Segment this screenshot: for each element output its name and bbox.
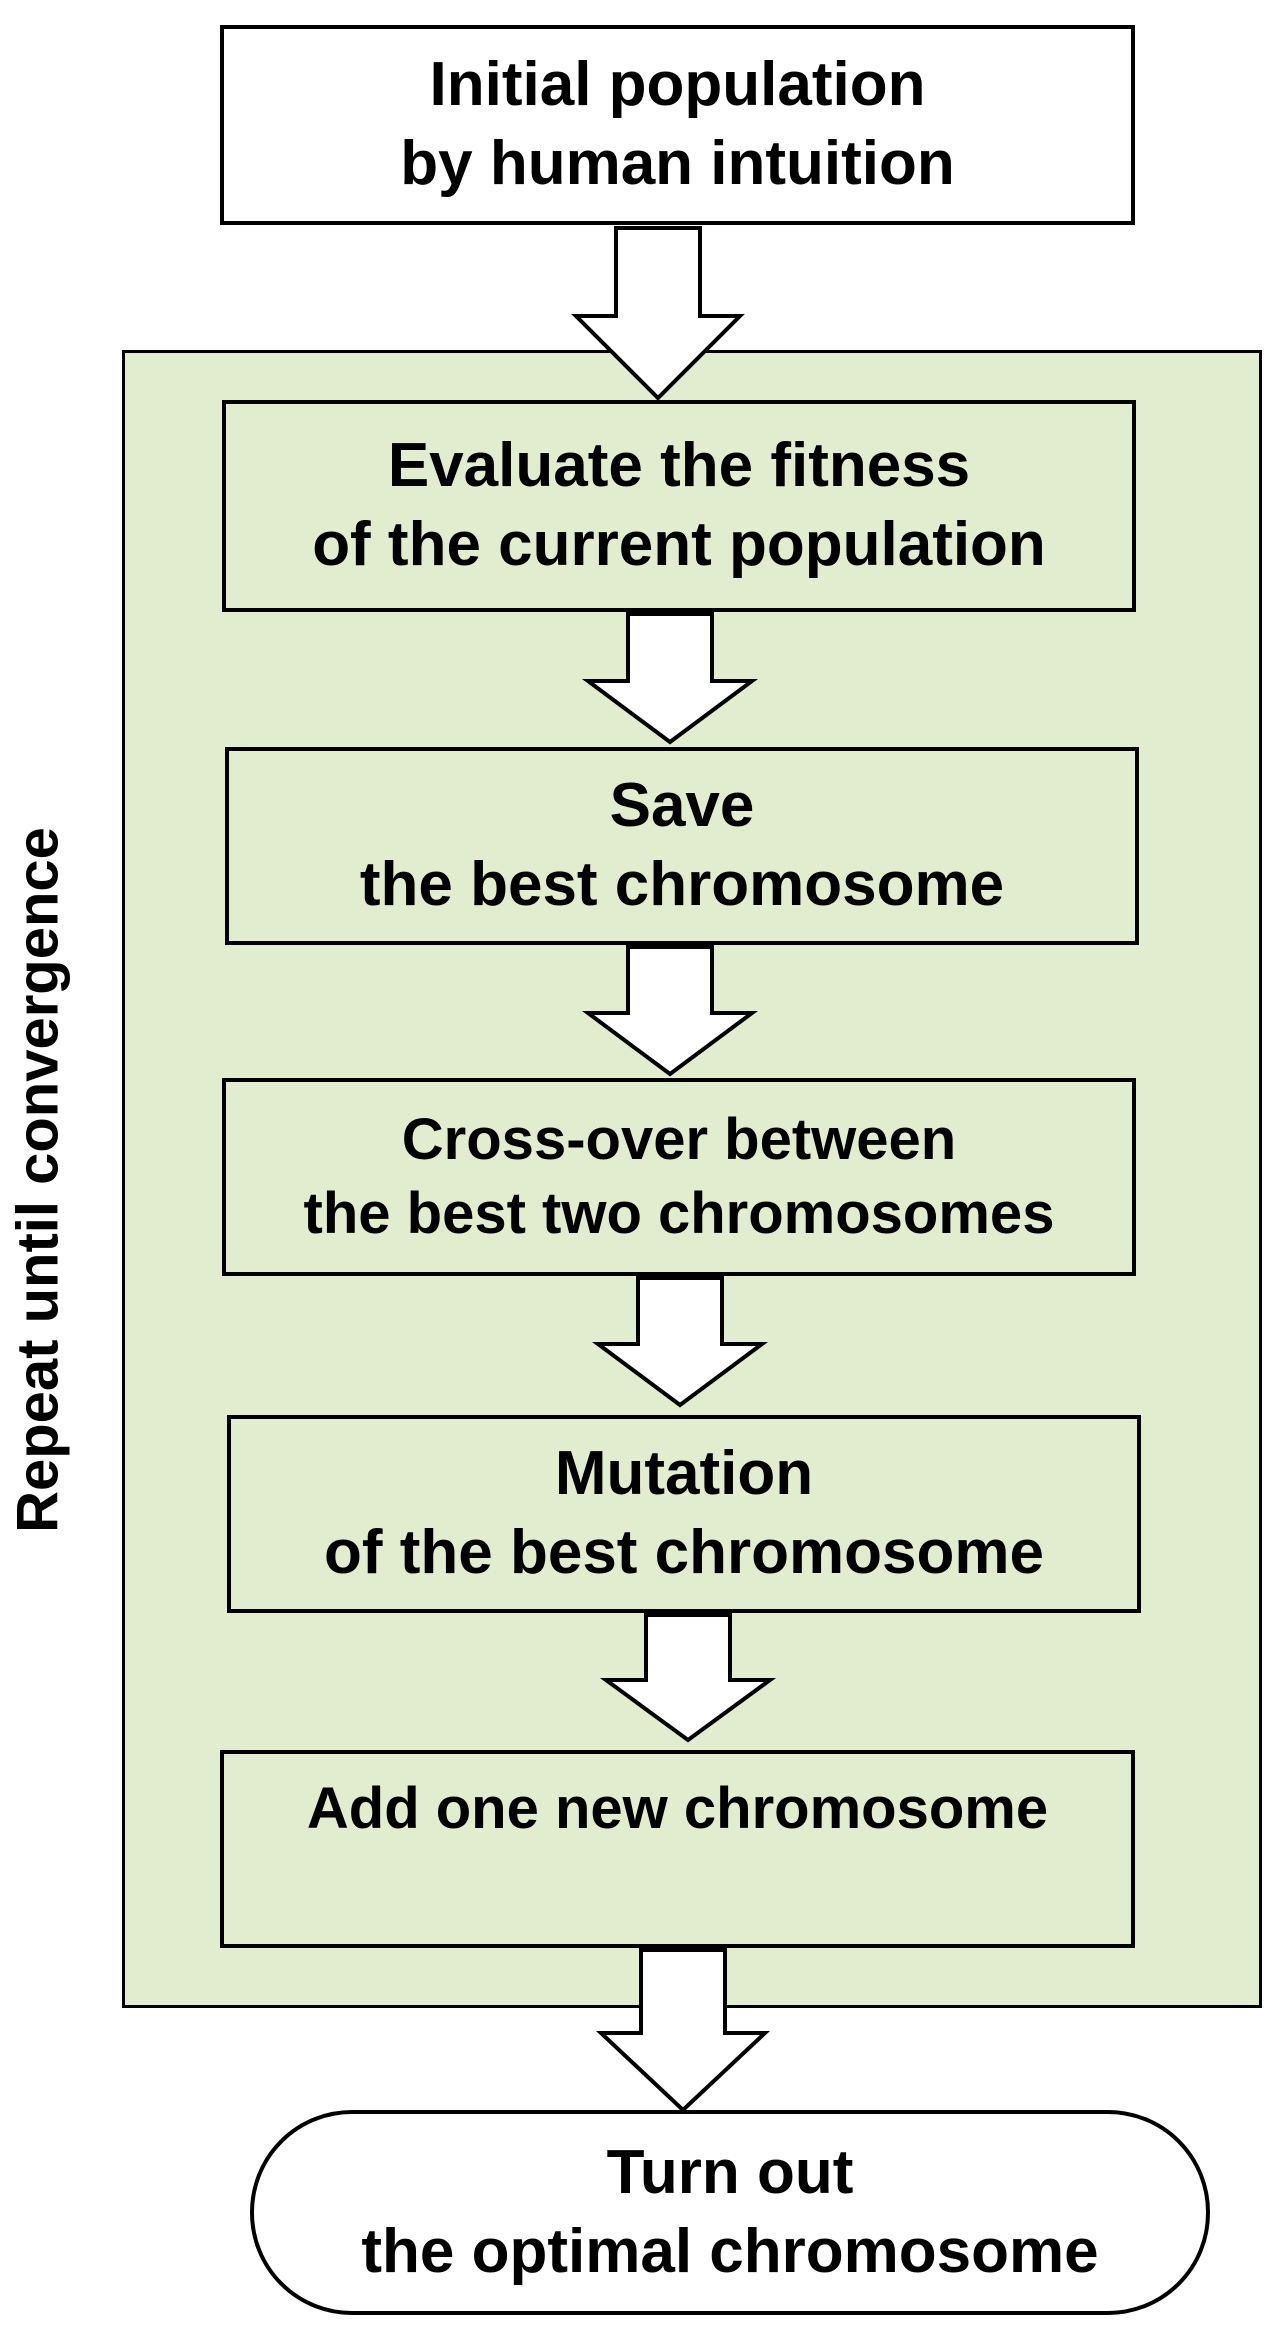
step-evaluate-fitness: Evaluate the fitness of the current popu…: [222, 400, 1136, 612]
arrow-save-to-crossover: [581, 945, 759, 1077]
step-cross-over: Cross-over between the best two chromoso…: [222, 1078, 1136, 1276]
start-line-1: Initial population: [429, 50, 926, 120]
arrow-add-to-end: [595, 1948, 771, 2113]
arrow-mutation-to-add: [599, 1613, 777, 1743]
step-1-line-1: Evaluate the fitness: [387, 431, 971, 501]
step-5-line-1: Add one new chromosome: [306, 1776, 1049, 1841]
start-line-2: by human intuition: [400, 129, 955, 198]
arrow-evaluate-to-save: [581, 612, 759, 745]
end-line-1: Turn out: [606, 2137, 854, 2207]
start-box: Initial population by human intuition: [220, 25, 1135, 225]
step-2-line-1: Save: [609, 771, 755, 841]
step-4-line-1: Mutation: [554, 1439, 814, 1509]
step-2-line-2: the best chromosome: [359, 850, 1005, 919]
step-3-line-2: the best two chromosomes: [303, 1181, 1055, 1246]
arrow-start-to-evaluate: [571, 226, 745, 401]
end-terminal: Turn out the optimal chromosome: [250, 2110, 1210, 2315]
step-1-line-2: of the current population: [312, 510, 1046, 579]
step-mutation: Mutation of the best chromosome: [227, 1415, 1141, 1613]
arrow-crossover-to-mutation: [591, 1276, 769, 1408]
step-add-chromosome: Add one new chromosome: [220, 1750, 1135, 1948]
step-save-best: Save the best chromosome: [225, 747, 1139, 945]
end-line-2: the optimal chromosome: [361, 2216, 1099, 2286]
step-3-line-1: Cross-over between: [401, 1107, 957, 1173]
step-4-line-2: of the best chromosome: [324, 1518, 1044, 1587]
